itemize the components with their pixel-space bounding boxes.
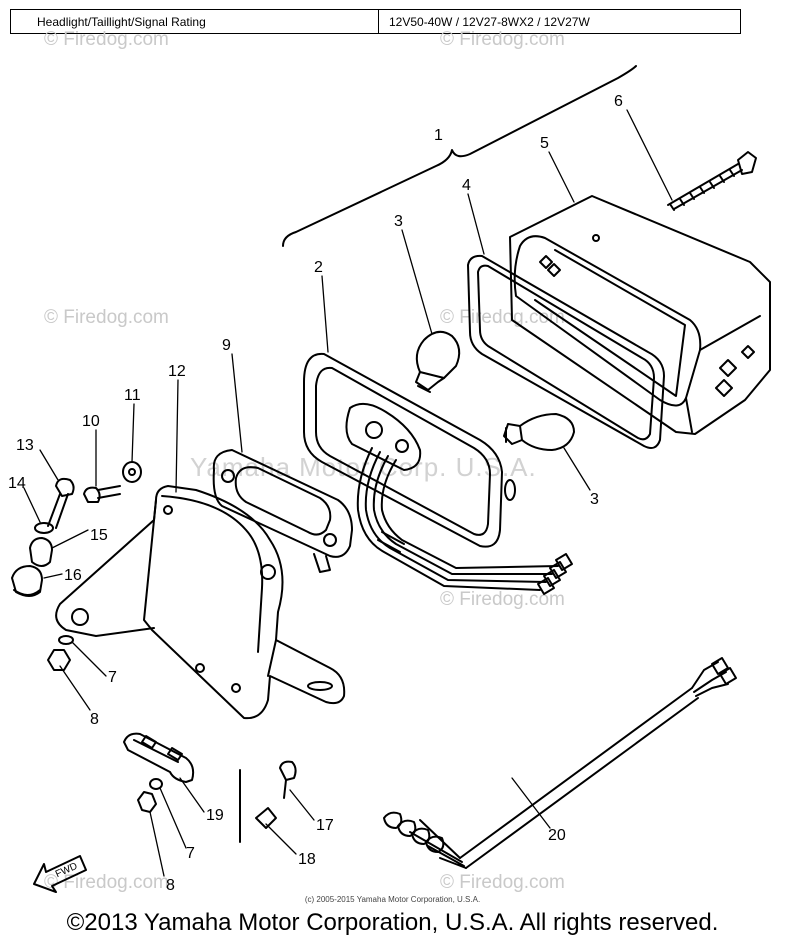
grommet-16 — [11, 565, 43, 597]
callout-5: 5 — [540, 135, 549, 152]
callout-7-lower: 7 — [186, 845, 195, 862]
watermark-bottom-left: © Firedog.com — [44, 872, 169, 893]
callout-15: 15 — [90, 527, 108, 544]
rating-value: 12V50-40W / 12V27-8WX2 / 12V27W — [389, 14, 590, 29]
mount-gasket — [212, 449, 353, 573]
washer-7-upper — [58, 635, 74, 645]
socket-18 — [255, 807, 277, 829]
mount-bracket — [55, 485, 346, 720]
callouts: 1 2 3 3 4 5 6 7 7 8 8 9 10 11 12 13 14 1… — [8, 93, 623, 894]
watermark-top-left: © Firedog.com — [44, 29, 169, 50]
washer-11 — [122, 461, 142, 483]
watermarks: © Firedog.com © Firedog.com © Firedog.co… — [44, 29, 565, 893]
rating-header: Headlight/Taillight/Signal Rating 12V50-… — [10, 9, 741, 34]
watermark-lower-right: © Firedog.com — [440, 589, 565, 610]
lamp-housing — [509, 195, 771, 435]
bulb-upper — [415, 330, 461, 393]
nut-8-lower — [137, 791, 157, 813]
bolt-10 — [83, 485, 121, 503]
nut-8-upper — [47, 649, 71, 671]
lamp-wiring — [356, 447, 573, 595]
copyright-notice: ©2013 Yamaha Motor Corporation, U.S.A. A… — [66, 909, 719, 936]
leader-lines — [23, 109, 673, 877]
callout-10: 10 — [82, 413, 100, 430]
small-copyright: (c) 2005-2015 Yamaha Motor Corporation, … — [304, 895, 481, 904]
rating-label: Headlight/Taillight/Signal Rating — [11, 10, 379, 33]
callout-13: 13 — [16, 437, 34, 454]
fwd-arrow-icon: FWD — [33, 855, 87, 893]
callout-18: 18 — [298, 851, 316, 868]
callout-8-upper: 8 — [90, 711, 99, 728]
callout-9: 9 — [222, 337, 231, 354]
lens-gasket — [467, 254, 665, 449]
callout-2: 2 — [314, 259, 323, 276]
callout-6: 6 — [614, 93, 623, 110]
wire-harness — [383, 657, 737, 869]
callout-20: 20 — [548, 827, 566, 844]
callout-19: 19 — [206, 807, 224, 824]
washer-14 — [34, 522, 54, 534]
watermark-top-right: © Firedog.com — [440, 29, 565, 50]
callout-3-lower: 3 — [590, 491, 599, 508]
watermark-mid-right: © Firedog.com — [440, 307, 565, 328]
callout-11: 11 — [124, 387, 141, 404]
bulb-lower — [503, 413, 575, 451]
callout-14: 14 — [8, 475, 26, 492]
callout-7-upper: 7 — [108, 669, 117, 686]
callout-1: 1 — [434, 127, 443, 144]
assembly-brace — [282, 65, 637, 247]
bolt-13 — [47, 477, 75, 529]
callout-4: 4 — [462, 177, 471, 194]
callout-12: 12 — [168, 363, 186, 380]
washer-7-lower — [149, 778, 163, 790]
long-screw — [667, 151, 757, 211]
callout-3-upper: 3 — [394, 213, 403, 230]
callout-17: 17 — [316, 817, 334, 834]
watermark-mid-left: © Firedog.com — [44, 307, 169, 328]
collar-15 — [29, 537, 53, 567]
watermark-bottom-right: © Firedog.com — [440, 872, 565, 893]
bulb-17 — [239, 760, 297, 843]
callout-8-lower: 8 — [166, 877, 175, 894]
license-light — [123, 732, 195, 783]
lamp-base-plate — [303, 352, 516, 548]
callout-16: 16 — [64, 567, 82, 584]
